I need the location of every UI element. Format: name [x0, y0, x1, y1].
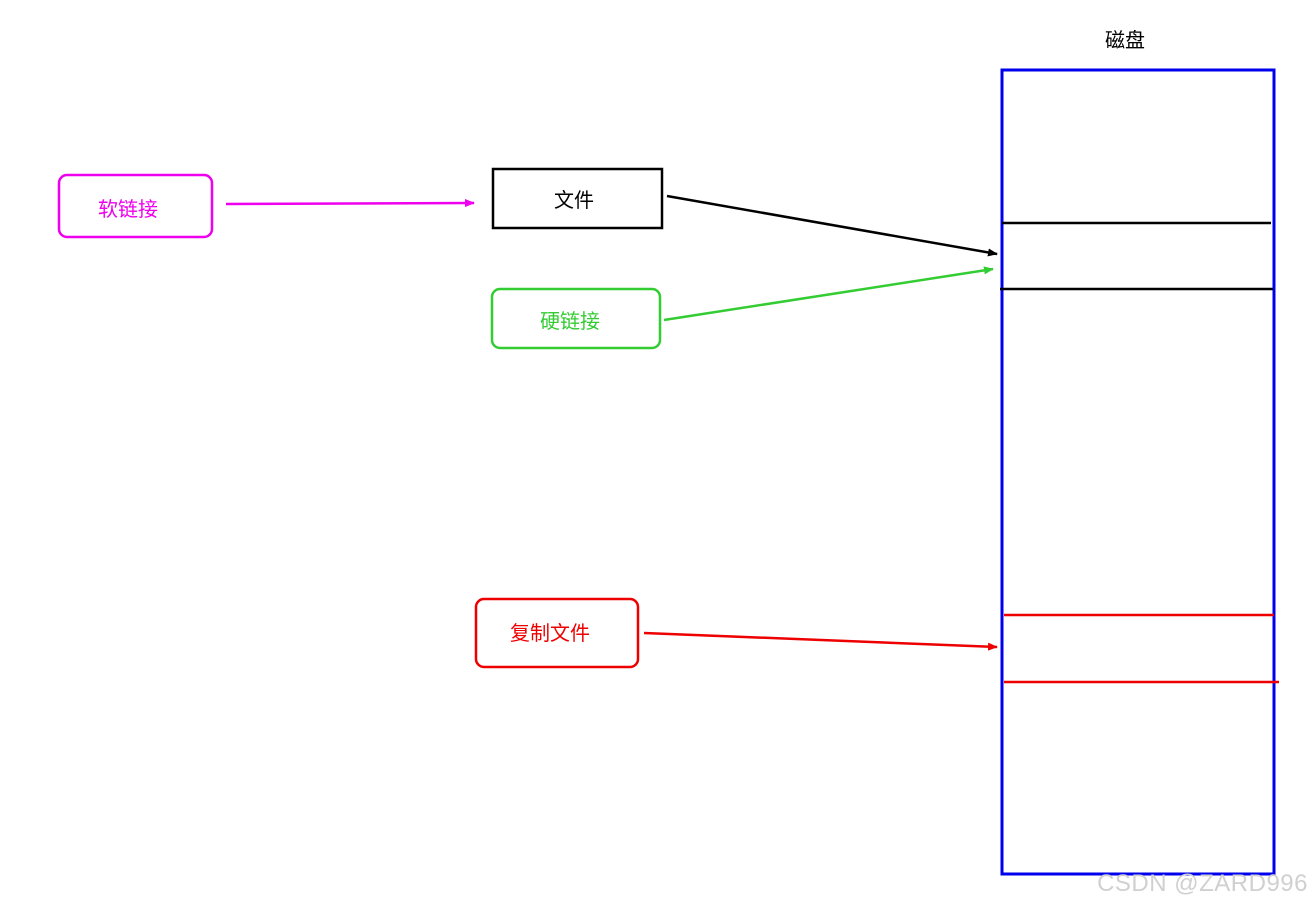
- disk-box: [1000, 68, 1276, 876]
- copy-file-node: [474, 597, 640, 669]
- soft-link-label: 软链接: [98, 197, 158, 221]
- disk-title: 磁盘: [1105, 28, 1145, 52]
- edge-file-to-disk-block-1: [666, 194, 998, 257]
- hard-link-label: 硬链接: [540, 309, 600, 333]
- soft-link-node: [57, 173, 214, 239]
- csdn-watermark: CSDN @ZARD996: [1097, 870, 1308, 897]
- copy-file-label: 复制文件: [510, 621, 590, 645]
- hard-link-node: [490, 287, 662, 350]
- edge-soft-link-to-file: [225, 199, 475, 208]
- edge-hard-link-to-disk-block-1: [663, 266, 994, 322]
- file-node: [491, 167, 664, 230]
- edge-copy-file-to-disk-block-2: [643, 631, 998, 651]
- file-label: 文件: [554, 188, 594, 212]
